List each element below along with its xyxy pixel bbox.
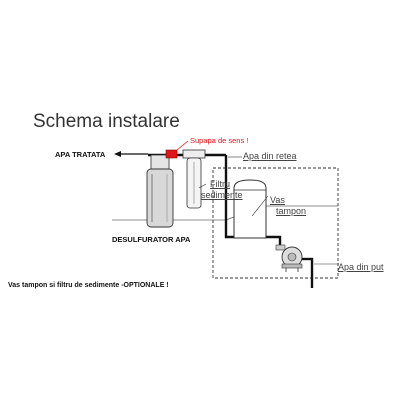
- desulfurator-label: DESULFURATOR APA: [112, 235, 191, 244]
- check-valve: [165, 149, 178, 159]
- pump-base: [281, 263, 303, 269]
- mains-water-label: Apa din retea: [243, 151, 297, 161]
- outlet-arrow: [114, 151, 121, 157]
- optional-note: Vas tampon si filtru de sedimente -OPTIO…: [8, 282, 169, 289]
- buffer-tank-pointer: [251, 195, 269, 217]
- well-water-label: Apa din put: [338, 262, 384, 272]
- buffer-tank-label-line2: tampon: [276, 206, 307, 216]
- pump-impeller: [287, 252, 297, 262]
- treated-water-label: APA TRATATA: [55, 150, 106, 159]
- sediment-filter-label-line1: Filtru: [210, 179, 230, 189]
- filter-head: [182, 149, 206, 159]
- check-valve-pointer: [176, 140, 189, 151]
- filter-pointer: [198, 183, 207, 189]
- buffer-tank: [233, 179, 267, 239]
- buffer-tank-label-line1: Vas: [270, 195, 285, 205]
- desulfurator-tank: [146, 168, 174, 228]
- diagram-title: Schema instalare: [33, 111, 180, 132]
- sediment-filter-label-line2: sedimente: [201, 190, 243, 200]
- pump-outlet: [275, 244, 286, 251]
- check-valve-label: Supapa de sens !: [190, 136, 249, 145]
- well-enclosure: [212, 167, 339, 279]
